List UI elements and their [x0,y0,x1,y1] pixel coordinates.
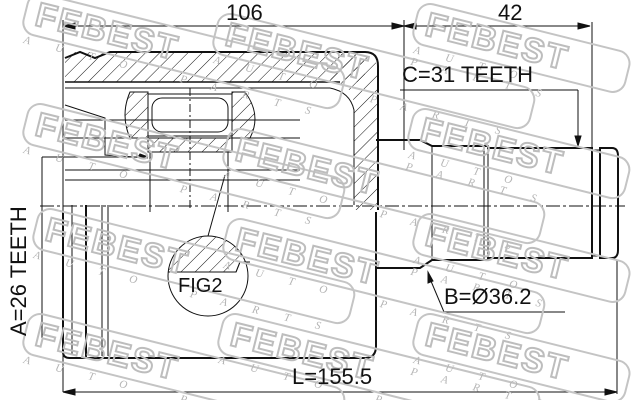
fig2-label: FIG2 [178,275,223,297]
dimension-106: 106 [226,0,263,25]
spline-c-label: C=31 TEETH [402,62,534,87]
spline-a-label: A=26 TEETH [6,206,31,336]
diameter-b-label: B=Ø36.2 [444,284,532,309]
dimension-42: 42 [498,0,523,25]
total-length-label: L=155.5 [292,364,373,389]
